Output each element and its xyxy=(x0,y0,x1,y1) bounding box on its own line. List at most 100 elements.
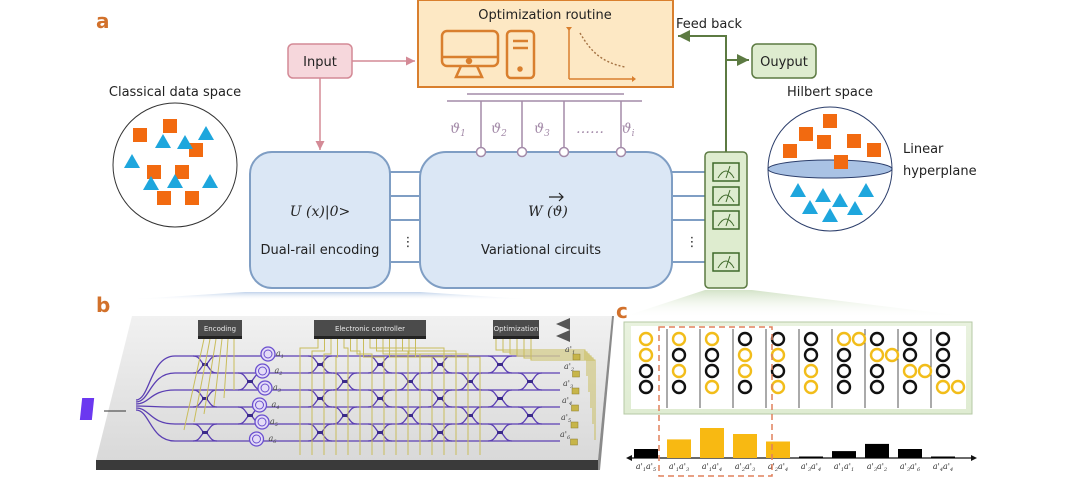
photon-empty xyxy=(638,379,654,395)
theta-control-node xyxy=(475,146,487,158)
encoding-chip: Encoding xyxy=(198,320,242,339)
electrode-trace xyxy=(356,339,373,455)
microring-resonator xyxy=(251,397,268,413)
hilbert-space-sphere xyxy=(767,106,893,232)
feedback-label: Feed back xyxy=(676,17,743,32)
input-node: Input xyxy=(287,43,353,79)
blue-triangle xyxy=(802,200,818,214)
bar xyxy=(865,443,889,458)
electrode-trace xyxy=(530,339,596,440)
coupler-junction xyxy=(317,431,323,434)
theta-control-node xyxy=(558,146,570,158)
orange-square xyxy=(783,144,797,158)
optimization-chip-label: Optimization xyxy=(494,325,539,333)
computer-tower-icon xyxy=(505,29,536,80)
variational-label: Variational circuits xyxy=(481,243,601,258)
electrode-trace xyxy=(363,339,385,455)
waveguide xyxy=(135,405,560,408)
coupler-junction xyxy=(467,414,473,417)
electrode-trace xyxy=(408,339,469,455)
photon-occupied xyxy=(803,363,819,379)
photon-empty xyxy=(935,331,951,347)
orange-square xyxy=(834,155,848,169)
waveguide xyxy=(135,372,560,403)
monitor-icon xyxy=(440,29,500,79)
photon-empty xyxy=(737,379,753,395)
coupler-junction xyxy=(467,380,473,383)
input-mode-label: a2 xyxy=(275,366,283,377)
microring-resonator xyxy=(254,414,270,430)
blue-triangle xyxy=(155,134,171,148)
meter-icon xyxy=(712,162,740,182)
photon-empty xyxy=(902,379,918,395)
coupler-junction xyxy=(437,363,443,366)
coupler-junction xyxy=(497,363,503,366)
coupler-junction xyxy=(317,363,323,366)
microring-resonator xyxy=(254,363,271,379)
encoding-formula: U (x)|0> xyxy=(290,204,350,220)
electrode-trace xyxy=(299,339,319,455)
input-mode-label: a5 xyxy=(270,417,278,428)
photon-empty xyxy=(671,379,687,395)
microring-inner xyxy=(255,400,264,410)
bar xyxy=(700,428,724,458)
meter-icon xyxy=(712,186,740,206)
orange-square xyxy=(175,165,189,179)
detector-cone-icon xyxy=(556,318,570,330)
coupler-junction xyxy=(497,397,503,400)
input-mode-label: a4 xyxy=(272,400,280,411)
orange-square xyxy=(823,114,837,128)
zoom-fan-c xyxy=(620,290,980,318)
blue-triangle xyxy=(177,135,193,149)
orange-square xyxy=(157,191,171,205)
orange-square xyxy=(817,135,831,149)
output-mode-label: a'5 xyxy=(561,413,571,424)
microring-inner xyxy=(260,383,270,393)
bar-label: a'3a'6 xyxy=(900,462,921,473)
photon-empty xyxy=(902,347,918,363)
orange-square xyxy=(163,119,177,133)
classical-data-sphere xyxy=(112,102,238,228)
electrode-trace xyxy=(203,338,217,415)
electrode-trace xyxy=(223,338,229,399)
photon-empty xyxy=(869,331,885,347)
orange-square xyxy=(847,134,861,148)
bar-label: a'1a'5 xyxy=(636,462,656,473)
photon-occupied xyxy=(737,363,753,379)
variational-formula: W (ϑ) xyxy=(528,204,568,220)
photon-occupied xyxy=(704,379,720,395)
photon-empty xyxy=(935,363,951,379)
output-mode-label: a'3 xyxy=(563,379,573,390)
optimization-chip: Optimization xyxy=(493,320,539,339)
photonic-chip: Encoding Electronic controller Optimizat… xyxy=(79,316,614,470)
coupler-junction xyxy=(377,431,383,434)
hilbert-space-label: Hilbert space xyxy=(787,85,873,100)
electrode-trace xyxy=(516,339,592,408)
coupler-junction xyxy=(527,414,533,417)
bar xyxy=(733,434,757,458)
theta-control-node xyxy=(615,146,627,158)
bar-label: a'2a'4 xyxy=(768,462,788,473)
output-mode-label: a'6 xyxy=(560,430,571,441)
photon-empty xyxy=(803,331,819,347)
blue-triangle xyxy=(143,176,159,190)
coupler-junction xyxy=(342,380,348,383)
electrode-trace xyxy=(402,339,457,455)
coupler-junction xyxy=(497,431,503,434)
photon-occupied xyxy=(803,379,819,395)
microring-resonator xyxy=(260,346,276,362)
photon-occupied xyxy=(671,331,687,347)
microring-resonator xyxy=(248,431,265,447)
input-mode-label: a1 xyxy=(276,349,284,360)
photon-empty xyxy=(737,331,753,347)
axis-arrow-right xyxy=(971,455,977,461)
controller-chip-label: Electronic controller xyxy=(335,325,405,333)
theta-label: ϑ1 xyxy=(450,121,466,139)
theta-label: ϑ2 xyxy=(491,121,507,139)
coupler-junction xyxy=(202,397,208,400)
photon-occupied xyxy=(917,363,933,379)
electrode-trace xyxy=(502,339,588,376)
blue-triangle xyxy=(124,154,140,168)
theta-label: ϑ3 xyxy=(534,121,550,139)
